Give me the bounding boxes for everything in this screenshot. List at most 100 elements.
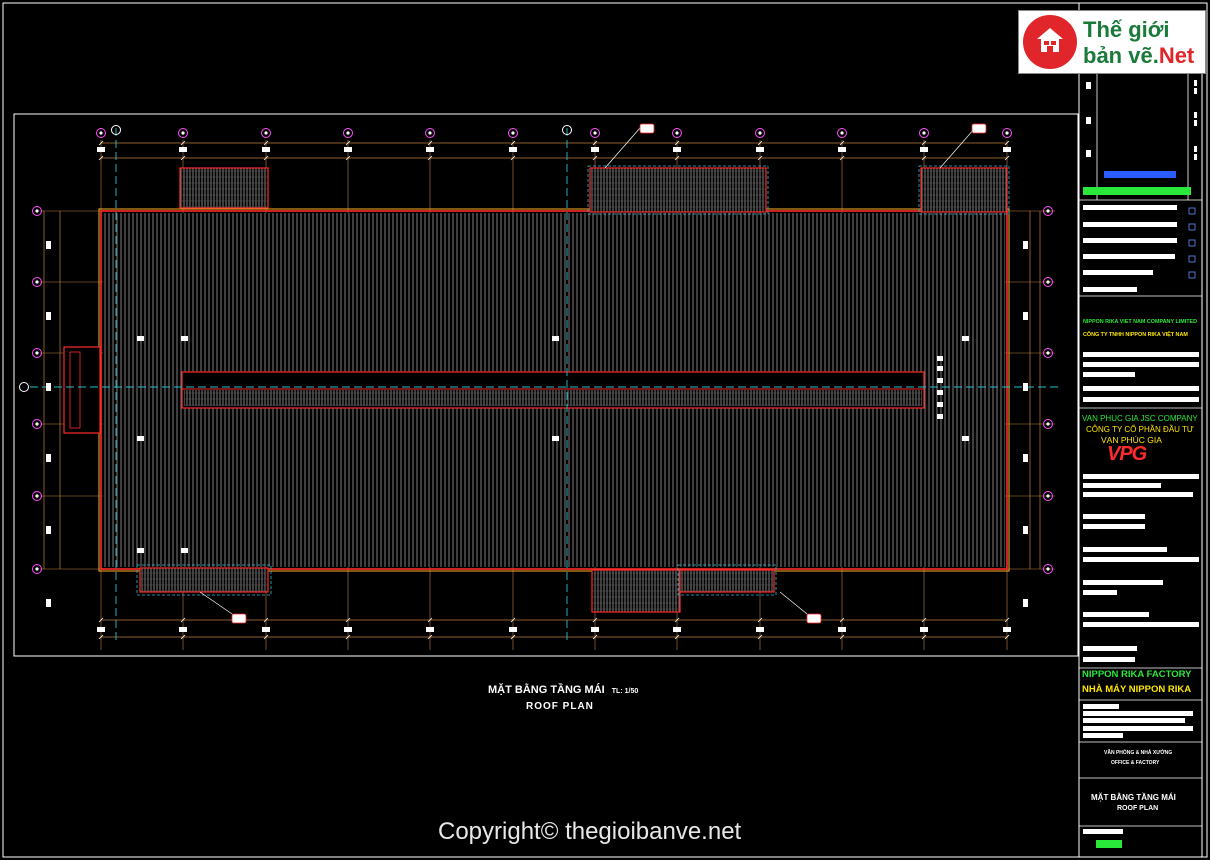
- callout-leaders: [199, 127, 976, 619]
- title-block-text-bar: [1083, 222, 1177, 227]
- main-roof-outline: [100, 210, 1008, 570]
- title-block-text-bar: [1083, 238, 1177, 243]
- dim-tag: [426, 147, 434, 152]
- grid-bubble-dot: [428, 131, 432, 135]
- drawing-scale: TL: 1/50: [611, 688, 639, 695]
- dim-tag: [509, 627, 517, 632]
- grid-bubble-top: [261, 128, 271, 138]
- canopy-top-3: [920, 167, 1008, 213]
- title-block-text-bars: [1083, 80, 1199, 834]
- canopy-bottom-1: [139, 567, 269, 593]
- grid-bubble-dot: [35, 280, 39, 284]
- grid-bubble-left: [32, 419, 42, 429]
- grid-bubble-dot: [1046, 280, 1050, 284]
- revision-tag: [1086, 82, 1091, 89]
- title-block-text-bar: [1083, 657, 1135, 662]
- grid-bubble-dot: [922, 131, 926, 135]
- title-block-text-bar: [1083, 270, 1153, 275]
- title-block-text-bar: [1083, 483, 1161, 488]
- client-vn: CÔNG TY TNHH NIPPON RIKA VIỆT NAM: [1083, 332, 1188, 338]
- title-block-text-bar: [1083, 362, 1199, 367]
- canopy-bottom-3: [679, 569, 775, 593]
- title-block-text-bar: [1083, 372, 1135, 377]
- grid-bubble-left: [32, 564, 42, 574]
- tag-marker: [937, 356, 943, 361]
- tag-marker: [181, 336, 188, 341]
- grid-bubbles: [19, 125, 1053, 574]
- title-block-text-bar: [1083, 726, 1193, 731]
- logo-line2: bản vẽ.Net: [1083, 43, 1194, 69]
- drawing-title: MẶT BẰNG TẦNG MÁI TL: 1/50: [488, 684, 638, 696]
- sheet-vn: MẶT BẰNG TẦNG MÁI: [1091, 793, 1176, 802]
- title-green-stamp: [1096, 840, 1122, 848]
- dim-tag: [756, 627, 764, 632]
- item-en: OFFICE & FACTORY: [1111, 760, 1160, 766]
- dim-tag: [591, 627, 599, 632]
- grid-bubble-dot: [35, 209, 39, 213]
- grid-bubble-right: [1043, 277, 1053, 287]
- title-block-text-bar: [1083, 386, 1199, 391]
- title-green-bar: [1083, 187, 1191, 195]
- grid-bubble-dot: [35, 422, 39, 426]
- title-block-text-bar: [1083, 704, 1119, 709]
- grid-bubble-top: [425, 128, 435, 138]
- grid-bubble-dot: [1005, 131, 1009, 135]
- grid-bubble-dot: [1046, 209, 1050, 213]
- dim-tag: [673, 627, 681, 632]
- grid-bubble-top: [343, 128, 353, 138]
- dim-tag: [1023, 383, 1028, 391]
- sheet-en: ROOF PLAN: [1117, 805, 1159, 812]
- dim-tag: [920, 627, 928, 632]
- tag-marker: [552, 436, 559, 441]
- revision-tick: [1194, 112, 1197, 118]
- dim-tag: [1023, 454, 1028, 462]
- tag-marker: [962, 336, 969, 341]
- tag-marker: [937, 366, 943, 371]
- grid-bubble-dot: [593, 131, 597, 135]
- title-blue-bar: [1104, 171, 1176, 178]
- revision-tick: [1194, 146, 1197, 152]
- dim-tag: [426, 627, 434, 632]
- dim-tag: [1023, 241, 1028, 249]
- dim-tag: [673, 147, 681, 152]
- revision-box: [1188, 255, 1196, 263]
- plan-viewport: [13, 113, 1079, 657]
- title-block-text-bar: [1083, 622, 1199, 627]
- grid-bubble-dot: [99, 131, 103, 135]
- grid-bubble-left: [32, 277, 42, 287]
- grid-bubble-top: [178, 128, 188, 138]
- centerline-bubble: [111, 125, 121, 135]
- revision-box: [1188, 207, 1196, 215]
- dim-tag: [509, 147, 517, 152]
- callout-tags: [231, 123, 987, 624]
- grid-bubble-dot: [1046, 494, 1050, 498]
- consultant-en: VAN PHUC GIA JSC COMPANY: [1082, 414, 1198, 423]
- grid-bubble-dot: [1046, 351, 1050, 355]
- tag-marker: [137, 548, 144, 553]
- dim-tag: [46, 312, 51, 320]
- dim-tag: [97, 147, 105, 152]
- revision-box: [1188, 223, 1196, 231]
- tag-marker: [937, 414, 943, 419]
- title-block-text-bar: [1083, 524, 1145, 529]
- title-block-text-bar: [1083, 474, 1199, 479]
- revision-tick: [1194, 80, 1197, 86]
- consultant-logo: VPG: [1107, 443, 1147, 465]
- tag-marker: [937, 402, 943, 407]
- tag-marker: [552, 336, 559, 341]
- grid-bubble-right: [1043, 206, 1053, 216]
- grid-bubble-dot: [758, 131, 762, 135]
- dim-tag: [46, 526, 51, 534]
- tag-marker: [181, 548, 188, 553]
- revision-tick: [1194, 120, 1197, 126]
- grid-bubble-dot: [1046, 422, 1050, 426]
- dim-tag: [46, 383, 51, 391]
- dim-tag: [97, 627, 105, 632]
- dim-tag: [1003, 627, 1011, 632]
- revision-tag: [1086, 150, 1091, 157]
- grid-bubble-right: [1043, 348, 1053, 358]
- title-block-text-bar: [1083, 287, 1137, 292]
- title-block-text-bar: [1083, 492, 1193, 497]
- grid-bubble-top: [590, 128, 600, 138]
